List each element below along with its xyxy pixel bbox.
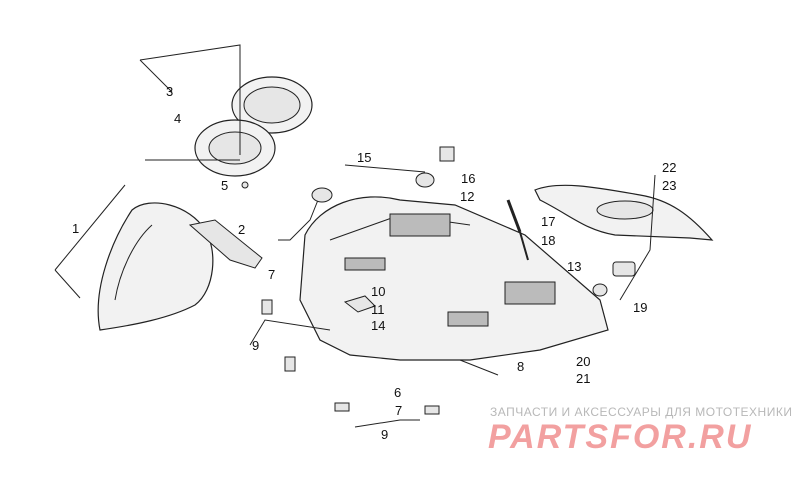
clip-9a: [261, 299, 273, 315]
callout-13: 13: [567, 259, 581, 274]
callout-17: 17: [541, 214, 555, 229]
watermark-subtitle: ЗАПЧАСТИ И АКСЕССУАРЫ ДЛЯ МОТОТЕХНИКИ: [490, 405, 793, 419]
watermark-logo: PARTSFOR.RU: [488, 418, 753, 456]
clip-9c: [334, 402, 350, 412]
callout-16: 16: [461, 171, 475, 186]
callout-5: 5: [221, 178, 228, 193]
upper-body-part: [299, 196, 609, 361]
callout-3: 3: [166, 84, 173, 99]
screw-5: [241, 181, 249, 189]
callout-2: 2: [238, 222, 245, 237]
grommet-15: [415, 172, 435, 188]
callout-22: 22: [662, 160, 676, 175]
callout-7a: 7: [268, 267, 275, 282]
callout-23: 23: [662, 178, 676, 193]
bracket-part: [188, 219, 263, 269]
callout-19: 19: [633, 300, 647, 315]
callout-8: 8: [517, 359, 524, 374]
clip-9d: [424, 405, 440, 415]
callout-10: 10: [371, 284, 385, 299]
vent-grille-13: [504, 281, 556, 305]
wire-15: [278, 194, 321, 241]
callout-9b: 9: [381, 427, 388, 442]
pin-18: [519, 231, 529, 261]
callout-4: 4: [174, 111, 181, 126]
callout-9a: 9: [252, 338, 259, 353]
callout-14: 14: [371, 318, 385, 333]
callout-18: 18: [541, 233, 555, 248]
callout-7b: 7: [395, 403, 402, 418]
callout-21: 21: [576, 371, 590, 386]
callout-12: 12: [460, 189, 474, 204]
plate-14: [343, 295, 376, 313]
windshield-part: [97, 202, 214, 331]
callout-1: 1: [72, 221, 79, 236]
callout-11: 11: [371, 302, 385, 317]
callout-15: 15: [357, 150, 371, 165]
switch-19: [612, 261, 636, 277]
callout-6: 6: [394, 385, 401, 400]
vent-grille-10: [344, 257, 386, 271]
clip-9b: [284, 356, 296, 372]
knob-16: [439, 146, 455, 162]
callout-20: 20: [576, 354, 590, 369]
vent-grille-11: [447, 311, 489, 327]
vent-grille-12: [389, 213, 451, 237]
bolt-17: [506, 199, 522, 233]
